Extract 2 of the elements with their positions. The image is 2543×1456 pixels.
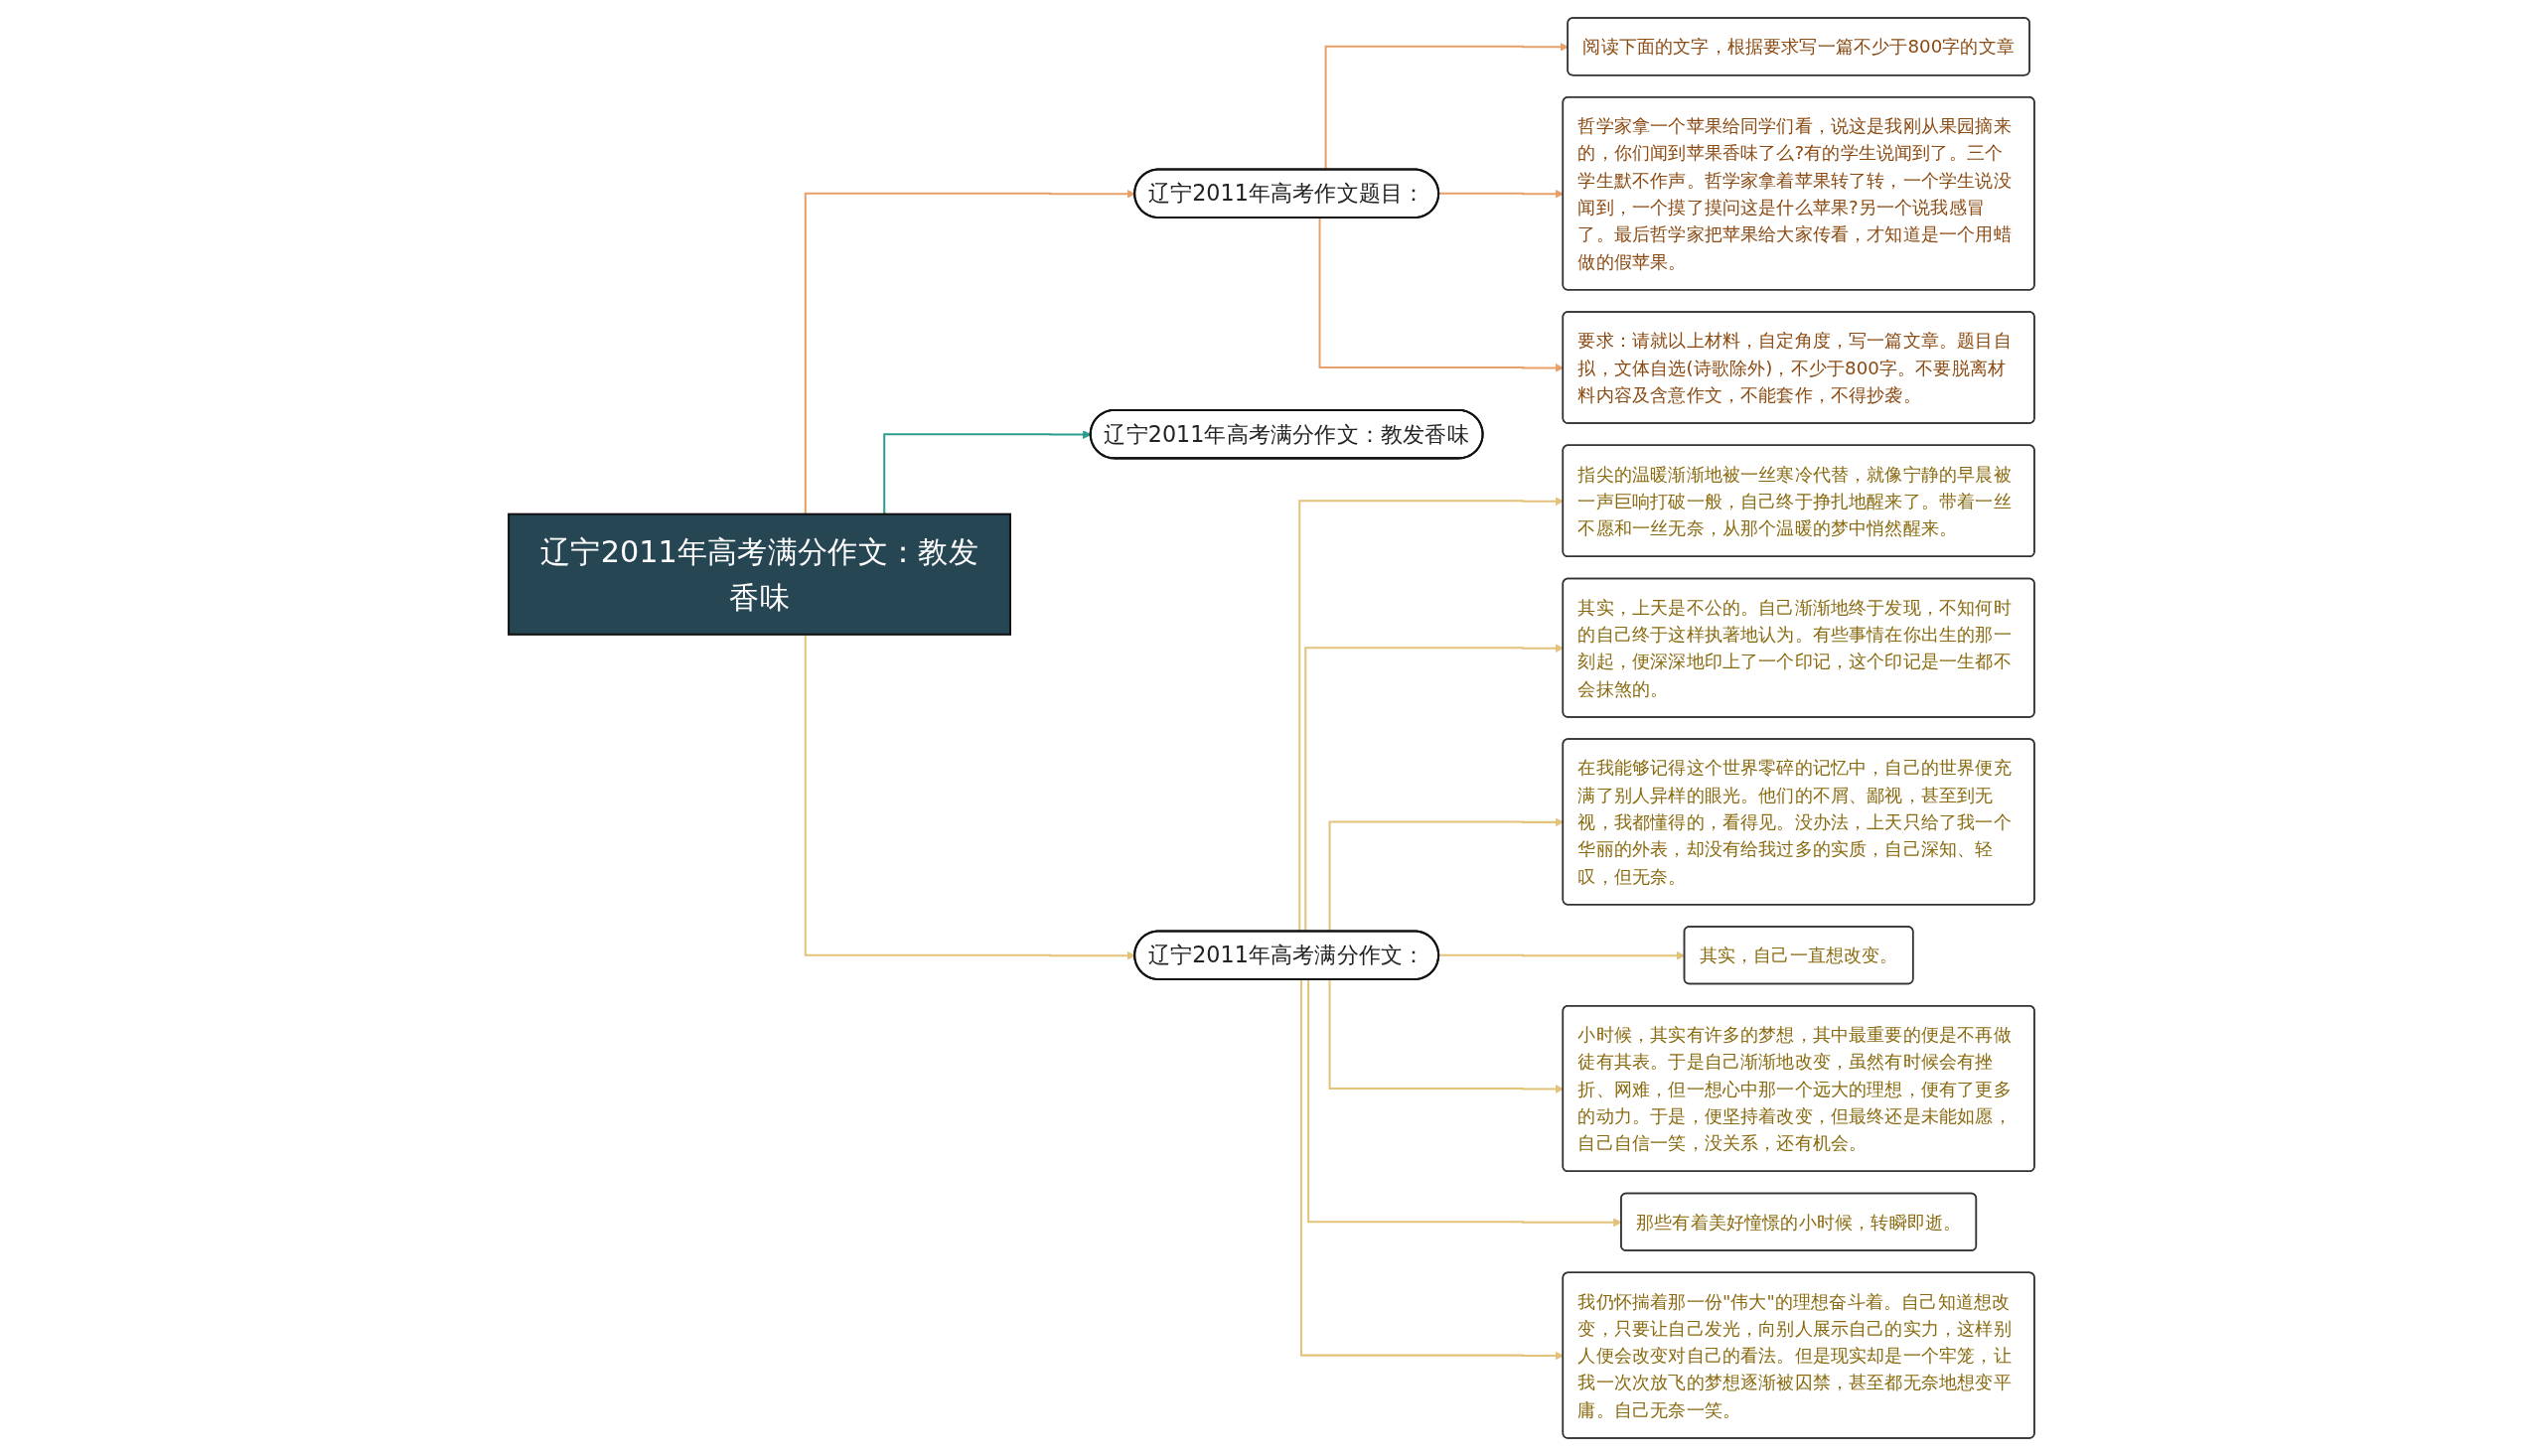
- node-box: 辽宁2011年高考满分作文：教发香味: [508, 512, 1011, 636]
- arrow: [883, 430, 1092, 514]
